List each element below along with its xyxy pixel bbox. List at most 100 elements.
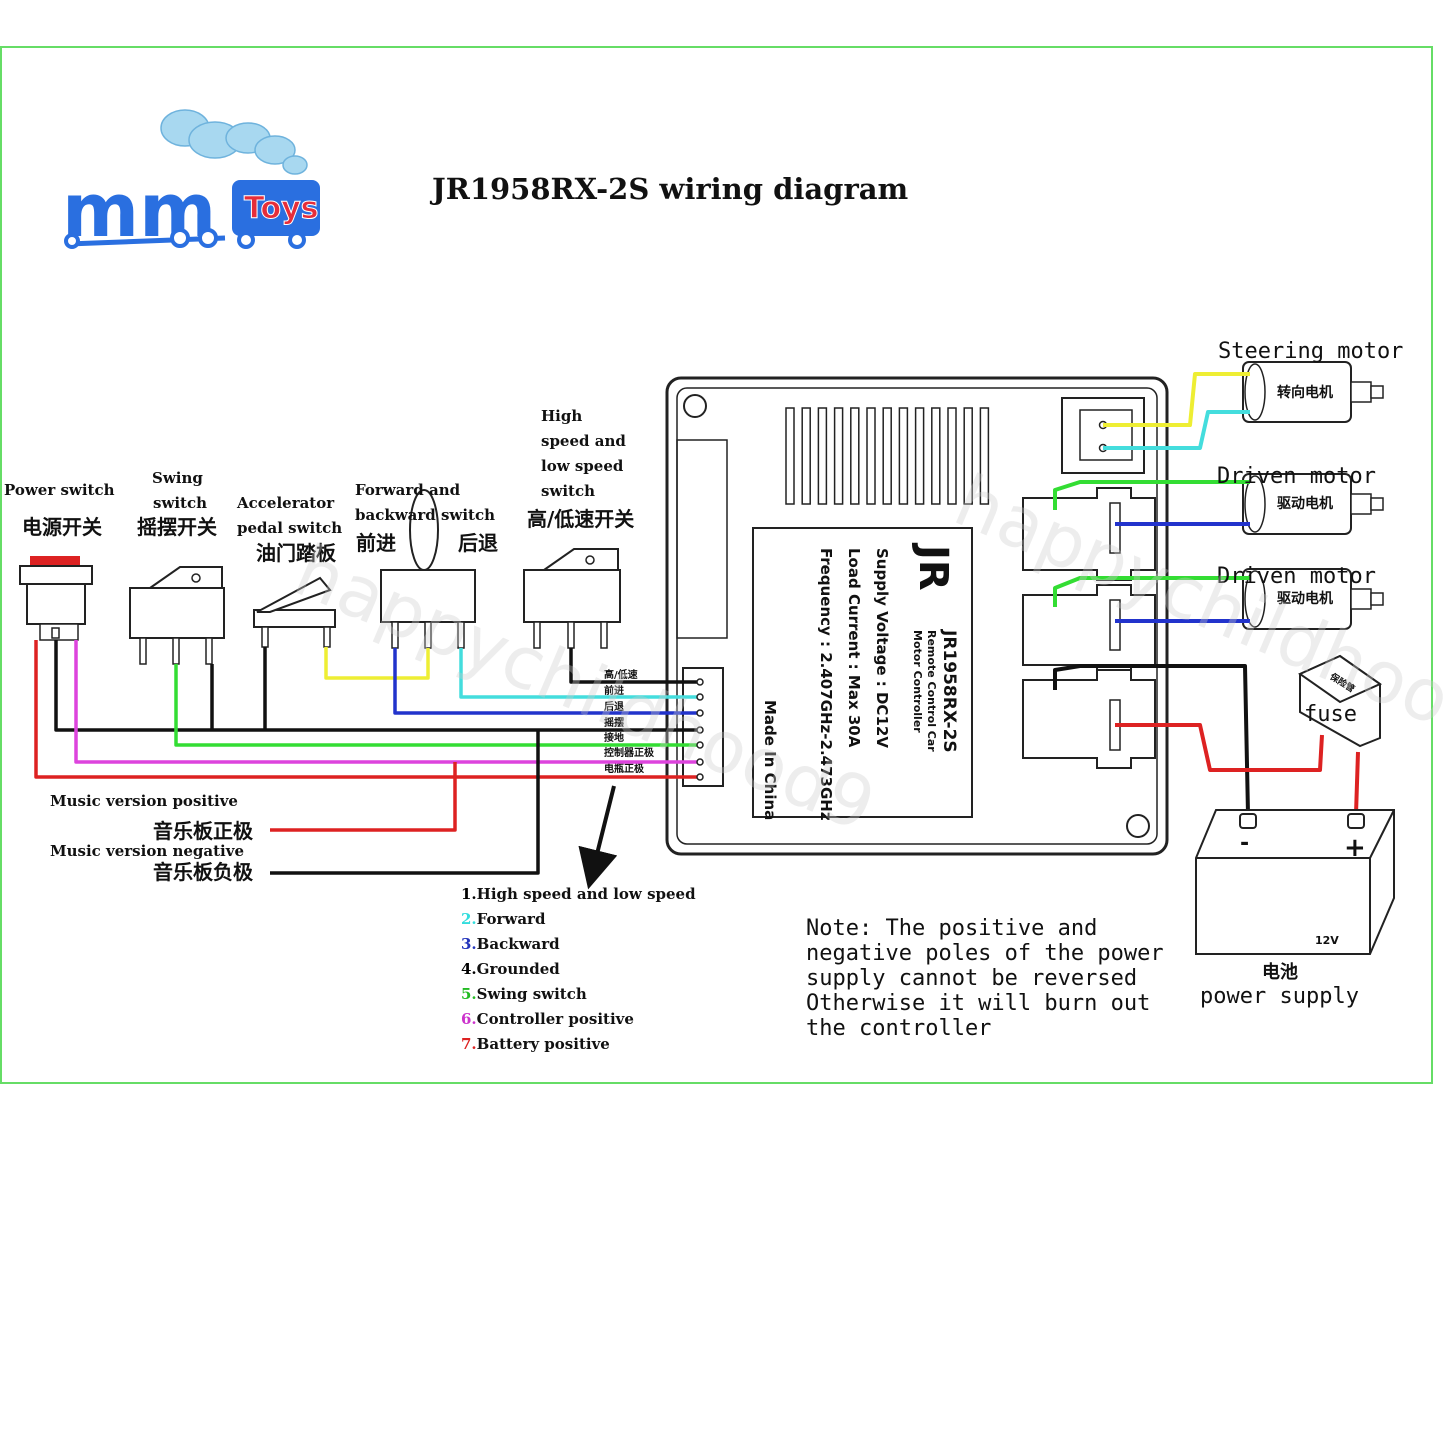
controller-model: JR1958RX-2S xyxy=(939,629,959,753)
logo-wagon xyxy=(232,180,320,236)
controller-subtitle-1: Remote Control Car xyxy=(925,630,938,752)
wire-green-motor2 xyxy=(1053,576,1250,607)
battery-negative-terminal xyxy=(1239,813,1257,829)
wire-blue-backward xyxy=(393,648,700,715)
header-pin xyxy=(696,741,704,749)
wire-black-battery xyxy=(1053,664,1250,815)
vent-slot xyxy=(866,407,876,505)
vent-slot xyxy=(850,407,860,505)
wire-yellow-pedal xyxy=(324,647,430,680)
vent-slots xyxy=(785,407,990,505)
header-pin xyxy=(696,709,704,717)
battery: - + 12V xyxy=(1195,809,1395,955)
note-line: negative poles of the power xyxy=(806,941,1164,966)
connector-label-stack: 高/低速 前进 后退 摇摆 接地 控制器正极 电瓶正极 xyxy=(604,668,655,775)
motor-zh-label: 转向电机 xyxy=(1277,384,1333,401)
battery-voltage: 12V xyxy=(1315,934,1339,947)
battery-positive-terminal xyxy=(1347,813,1365,829)
motor-zh-label: 驱动电机 xyxy=(1277,590,1333,607)
swing-switch-zh-label: 摇摆开关 xyxy=(137,515,217,539)
vent-slot xyxy=(963,407,973,505)
speed-switch-label-3: low speed xyxy=(541,457,624,475)
brand-logo: mm Toys xyxy=(62,109,320,254)
battery-plus-sign: + xyxy=(1344,833,1366,863)
connector-label: 后退 xyxy=(604,700,624,713)
steering-motor: 转向电机 xyxy=(1242,361,1384,423)
legend-item: 4.Grounded xyxy=(461,960,560,978)
legend-item: 6.Controller positive xyxy=(461,1010,634,1028)
legend-arrow-icon xyxy=(578,785,618,890)
vent-slot xyxy=(882,407,892,505)
connector-label: 高/低速 xyxy=(604,668,638,681)
wire-red-battery xyxy=(34,640,700,779)
legend-item: 3.Backward xyxy=(461,935,560,953)
legend-item: 7.Battery positive xyxy=(461,1035,610,1053)
battery-en-label: power supply xyxy=(1200,984,1359,1009)
driven-motor-1: 驱动电机 xyxy=(1242,473,1384,535)
wire-red-music xyxy=(270,762,457,832)
accelerator-pedal-switch xyxy=(253,576,336,648)
vent-slot xyxy=(931,407,941,505)
driven-connector-1 xyxy=(1022,487,1156,581)
connector-label: 电瓶正极 xyxy=(604,762,645,775)
mount-hole-icon xyxy=(683,394,707,418)
wire-green-swing xyxy=(174,664,700,747)
power-switch-zh-label: 电源开关 xyxy=(22,515,102,539)
warning-note: Note: The positive and negative poles of… xyxy=(806,916,1164,1041)
controller-logo: JR xyxy=(910,542,956,591)
wire-green-motor1 xyxy=(1053,480,1250,510)
controller-frequency: Frequency : 2.407GHz-2.473GHz xyxy=(817,548,835,821)
forward-backward-label-2: backward switch xyxy=(355,506,495,524)
speed-switch-label-2: speed and xyxy=(541,432,626,450)
vent-slot xyxy=(785,407,795,505)
logo-wheels xyxy=(64,228,306,249)
vent-slot xyxy=(801,407,811,505)
driven-motor-2: 驱动电机 xyxy=(1242,568,1384,630)
driven-motor-2-label: Driven motor xyxy=(1217,564,1376,589)
vent-slot xyxy=(947,407,957,505)
left-wires xyxy=(34,640,700,875)
note-line: Note: The positive and xyxy=(806,916,1097,941)
controller-current: Load Current : Max 30A xyxy=(845,548,863,748)
controller-unit: JR JR1958RX-2S Remote Control Car Motor … xyxy=(665,376,1169,856)
legend-item: 5.Swing switch xyxy=(461,985,587,1003)
page-title: JR1958RX-2S wiring diagram xyxy=(429,172,909,206)
wire-cyan-steering xyxy=(1103,410,1250,450)
wire-black-speed xyxy=(569,648,700,684)
diagram-frame xyxy=(0,46,1433,1084)
mount-hole-icon xyxy=(1126,814,1150,838)
header-pin-dots xyxy=(696,678,704,781)
fuse-label: fuse xyxy=(1304,702,1357,727)
header-pin xyxy=(696,726,704,734)
signal-pin-header xyxy=(682,667,724,787)
backward-zh-label: 后退 xyxy=(458,531,498,555)
power-connector xyxy=(1022,669,1156,769)
controller-origin: Made In China xyxy=(761,700,779,820)
connector-label: 控制器正极 xyxy=(604,746,655,759)
forward-zh-label: 前进 xyxy=(356,531,396,555)
driven-motor-1-label: Driven motor xyxy=(1217,464,1376,489)
connector-label: 前进 xyxy=(604,684,624,697)
vent-slot xyxy=(914,407,925,505)
controller-voltage: Supply Voltage : DC12V xyxy=(873,548,891,748)
power-switch xyxy=(19,556,93,641)
wire-cyan-forward xyxy=(459,648,700,699)
wire-red-fuse xyxy=(1115,723,1324,772)
speed-switch xyxy=(523,548,621,649)
wire-black-music xyxy=(270,730,540,875)
swing-switch-label-1: Swing xyxy=(152,469,203,487)
wire-black-ground xyxy=(54,640,700,732)
header-pin xyxy=(696,693,704,701)
forward-backward-label-1: Forward and xyxy=(355,481,461,499)
fuse-holder: 保险管 xyxy=(1297,654,1383,748)
controller-subtitle-2: Motor Controller xyxy=(911,630,924,733)
connector-label: 接地 xyxy=(604,731,624,744)
swing-switch-label-2: switch xyxy=(153,494,207,512)
speed-switch-label-4: switch xyxy=(541,482,595,500)
vent-slot xyxy=(979,407,990,505)
music-negative-label: Music version negative xyxy=(50,842,244,860)
power-switch-label: Power switch xyxy=(4,481,115,499)
controller-label-plate xyxy=(752,527,973,818)
forward-backward-switch xyxy=(380,489,476,649)
